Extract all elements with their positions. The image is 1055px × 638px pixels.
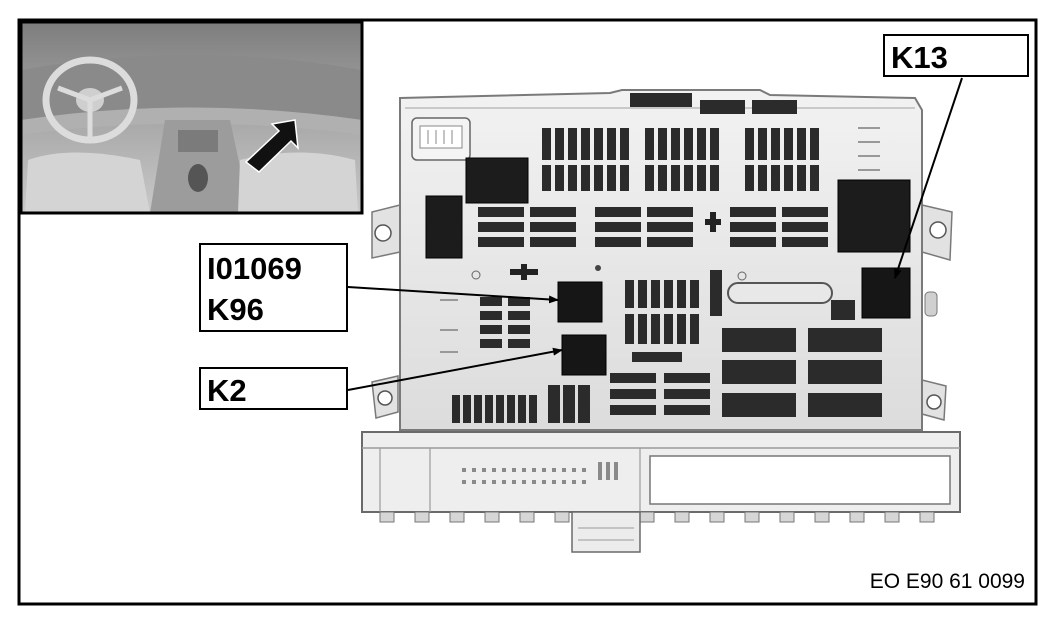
vehicle-interior-inset (19, 20, 364, 215)
label-k13: K13 (891, 40, 948, 75)
figure-code: EO E90 61 0099 (869, 570, 1025, 593)
callout-k13: K13 (883, 34, 1029, 77)
location-arrow-icon (244, 119, 299, 173)
label-k96: K96 (207, 292, 264, 327)
leader-line-k96 (347, 286, 559, 304)
callout-i01069-k96: I01069 K96 (199, 243, 348, 332)
label-k2: K2 (207, 373, 247, 408)
relay-k2 (561, 334, 607, 376)
leader-line-k2 (347, 347, 563, 391)
fuse-box (361, 89, 961, 553)
callout-k2: K2 (199, 367, 348, 410)
relay-k13 (861, 267, 911, 319)
label-i01069: I01069 (207, 251, 302, 286)
leader-line-k13 (894, 77, 963, 279)
relay-k96 (557, 281, 603, 323)
